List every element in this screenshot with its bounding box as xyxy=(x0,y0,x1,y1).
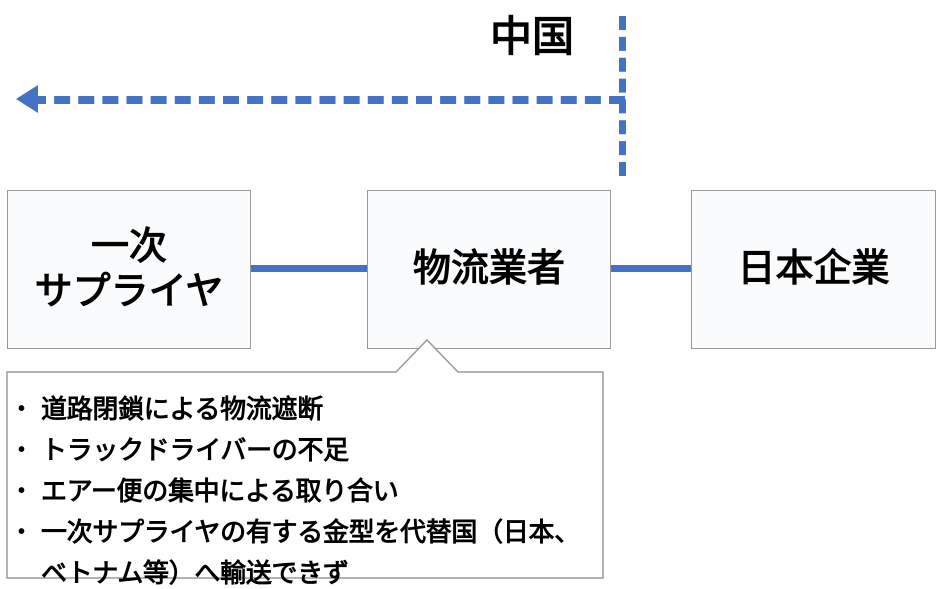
entity-label-logistics: 物流業者 xyxy=(412,248,565,291)
list-item: 道路閉鎖による物流遮断 xyxy=(14,389,594,430)
connector-supplier-to-logistics xyxy=(249,265,369,272)
issue-bullet-list: 道路閉鎖による物流遮断 トラックドライバーの不足 エアー便の集中による取り合い … xyxy=(14,389,594,589)
entity-box-japanese-company[interactable]: 日本企業 xyxy=(691,190,936,349)
connector-logistics-to-japanco xyxy=(609,265,693,272)
callout-content: 道路閉鎖による物流遮断 トラックドライバーの不足 エアー便の集中による取り合い … xyxy=(6,372,604,588)
flow-arrow-shaft xyxy=(30,96,625,104)
flow-arrow-head-left-icon xyxy=(16,85,38,113)
entity-box-supplier[interactable]: 一次 サプライヤ xyxy=(7,190,251,349)
list-item: トラックドライバーの不足 xyxy=(14,430,594,471)
region-label-china: 中国 xyxy=(489,13,574,60)
callout-logistics-issues[interactable]: 道路閉鎖による物流遮断 トラックドライバーの不足 エアー便の集中による取り合い … xyxy=(6,339,604,588)
entity-label-japanese-company: 日本企業 xyxy=(737,248,890,291)
list-item: 一次サプライヤの有する金型を代替国（日本、ベトナム等）へ輸送できず xyxy=(14,512,594,589)
entity-box-logistics[interactable]: 物流業者 xyxy=(367,190,611,349)
entity-label-supplier: 一次 サプライヤ xyxy=(34,226,224,313)
list-item: エアー便の集中による取り合い xyxy=(14,471,594,512)
